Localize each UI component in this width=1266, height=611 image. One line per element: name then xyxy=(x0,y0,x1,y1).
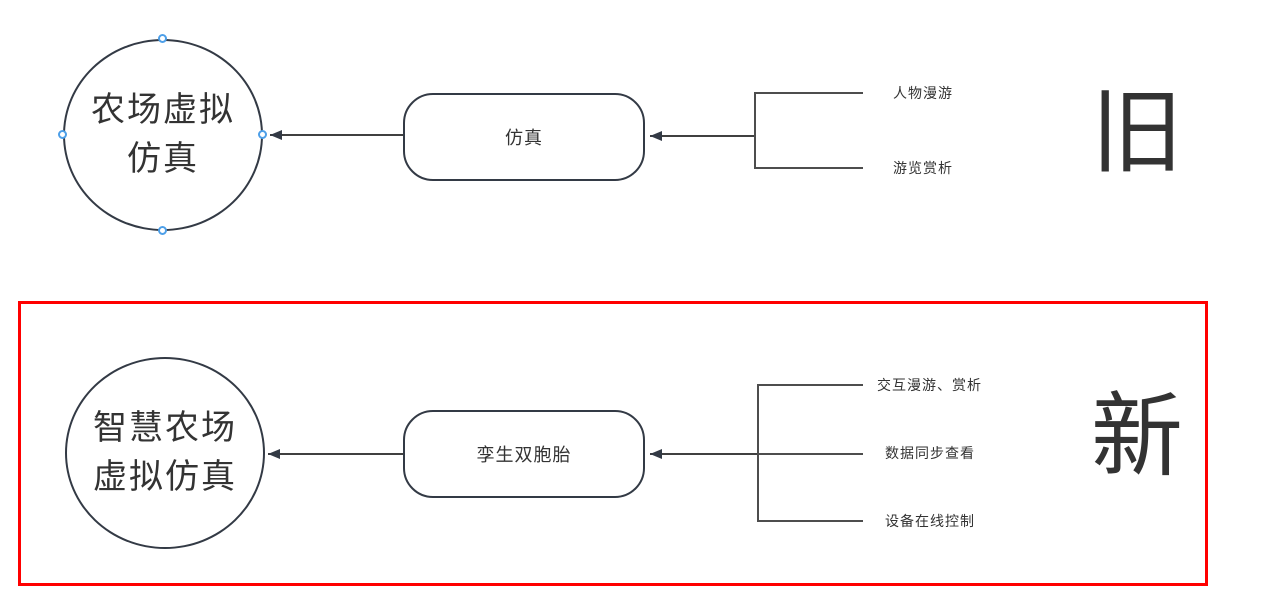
new-process-box[interactable]: 孪生双胞胎 xyxy=(403,410,645,498)
old-hub-circle[interactable]: 农场虚拟 仿真 xyxy=(63,39,263,231)
old-leaf-youlan-shangxi[interactable]: 游览赏析 xyxy=(893,160,953,176)
old-process-label: 仿真 xyxy=(505,128,543,148)
highlight-rectangle[interactable] xyxy=(18,301,1208,586)
old-process-box[interactable]: 仿真 xyxy=(403,93,645,181)
selection-handle-right[interactable] xyxy=(258,130,267,139)
selection-handle-left[interactable] xyxy=(58,130,67,139)
old-section-tag[interactable]: 旧 xyxy=(1091,82,1184,184)
selection-handle-top[interactable] xyxy=(158,34,167,43)
selection-handle-bottom[interactable] xyxy=(158,226,167,235)
new-process-label: 孪生双胞胎 xyxy=(476,445,572,465)
new-section-tag[interactable]: 新 xyxy=(1091,386,1184,488)
new-bracket xyxy=(757,384,863,522)
old-leaf-renwu-manyou[interactable]: 人物漫游 xyxy=(893,85,953,101)
new-leaf-shuju-tongbu[interactable]: 数据同步查看 xyxy=(885,445,975,461)
new-leaf-shebei-kongzhi[interactable]: 设备在线控制 xyxy=(885,513,975,529)
new-hub-circle[interactable]: 智慧农场 虚拟仿真 xyxy=(65,357,265,549)
new-leaf-jiaohu-manyou[interactable]: 交互漫游、赏析 xyxy=(877,377,982,393)
old-hub-label: 农场虚拟 仿真 xyxy=(91,90,235,178)
old-bracket xyxy=(754,92,863,169)
new-hub-label: 智慧农场 虚拟仿真 xyxy=(93,408,237,496)
